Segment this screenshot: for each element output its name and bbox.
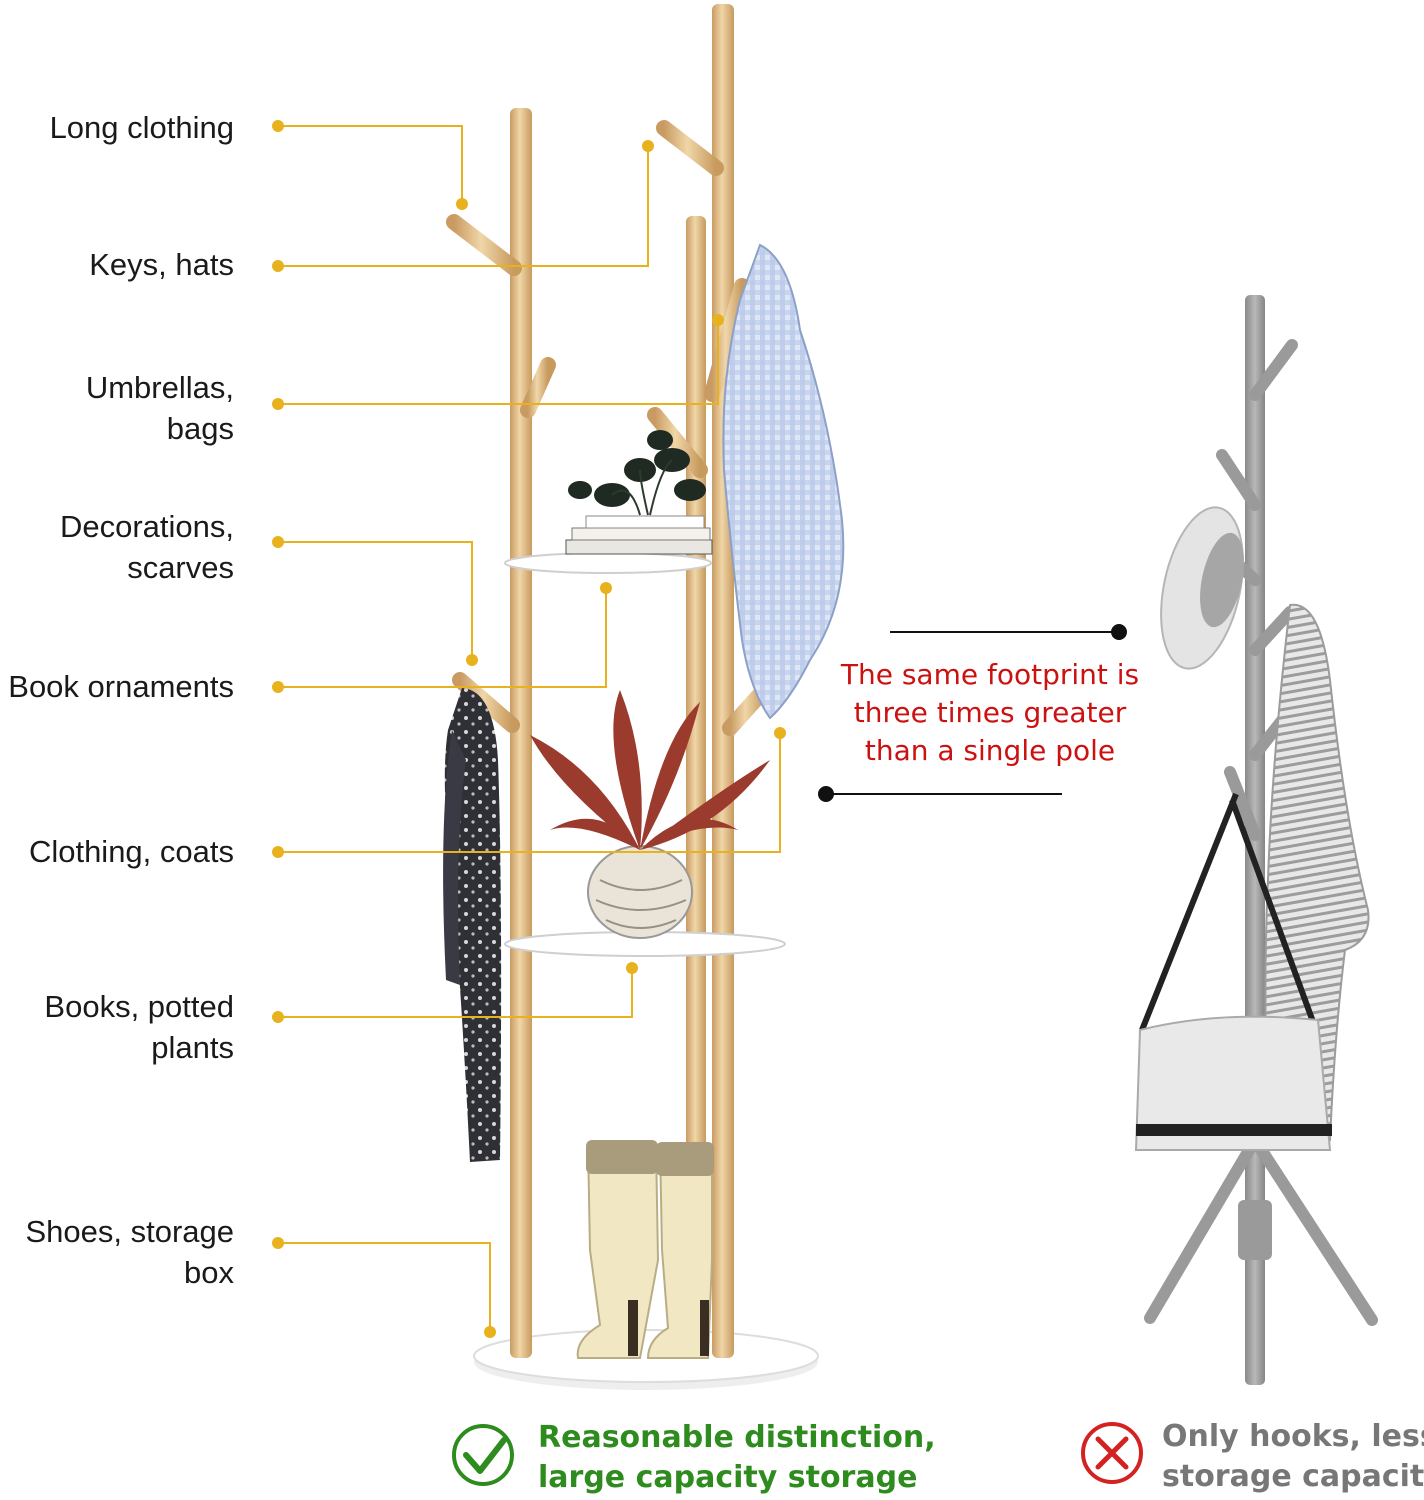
callout-leaders [278,125,781,1332]
label-shoes-storage-box: Shoes, storage box [25,1211,234,1293]
caption-line: Reasonable distinction, [538,1420,936,1455]
comparison-line: three times greater [853,696,1127,729]
label-clothing-coats: Clothing, coats [29,831,234,872]
label-book-ornaments: Book ornaments [8,666,234,707]
label-decorations-scarves: Decorations, scarves [60,506,234,588]
label-text: Clothing, coats [28,834,234,869]
label-text: bags [166,411,234,446]
label-text: box [184,1255,234,1290]
label-umbrellas-bags: Umbrellas, bags [86,367,234,449]
label-books-potted-plants: Books, potted plants [44,986,234,1068]
caption-line: large capacity storage [538,1460,918,1495]
label-keys-hats: Keys, hats [89,244,234,285]
label-text: Umbrellas, [85,370,234,405]
single-pole-rack [1134,295,1378,1385]
label-text: Decorations, [59,509,234,544]
label-text: Long clothing [49,110,234,145]
comparison-line: than a single pole [864,734,1116,767]
label-long-clothing: Long clothing [50,107,234,148]
comparison-line: The same footprint is [840,658,1140,691]
wooden-tree-rack [443,4,845,1390]
label-text: Books, potted [44,989,234,1024]
callout-dots [272,120,786,1338]
caption-good: Reasonable distinction, large capacity s… [538,1418,936,1498]
comparison-pointers [818,624,1127,802]
label-text: Book ornaments [8,669,234,704]
comparison-text: The same footprint is three times greate… [800,656,1180,770]
x-circle-icon [1081,1422,1143,1484]
label-text: Shoes, storage [25,1214,234,1249]
caption-bad: Only hooks, less storage capacity [1162,1417,1424,1497]
label-text: plants [151,1030,234,1065]
check-circle-icon [452,1424,514,1486]
label-text: scarves [127,550,234,585]
caption-line: Only hooks, less [1162,1419,1424,1454]
caption-line: storage capacity [1162,1459,1424,1494]
label-text: Keys, hats [89,247,234,282]
